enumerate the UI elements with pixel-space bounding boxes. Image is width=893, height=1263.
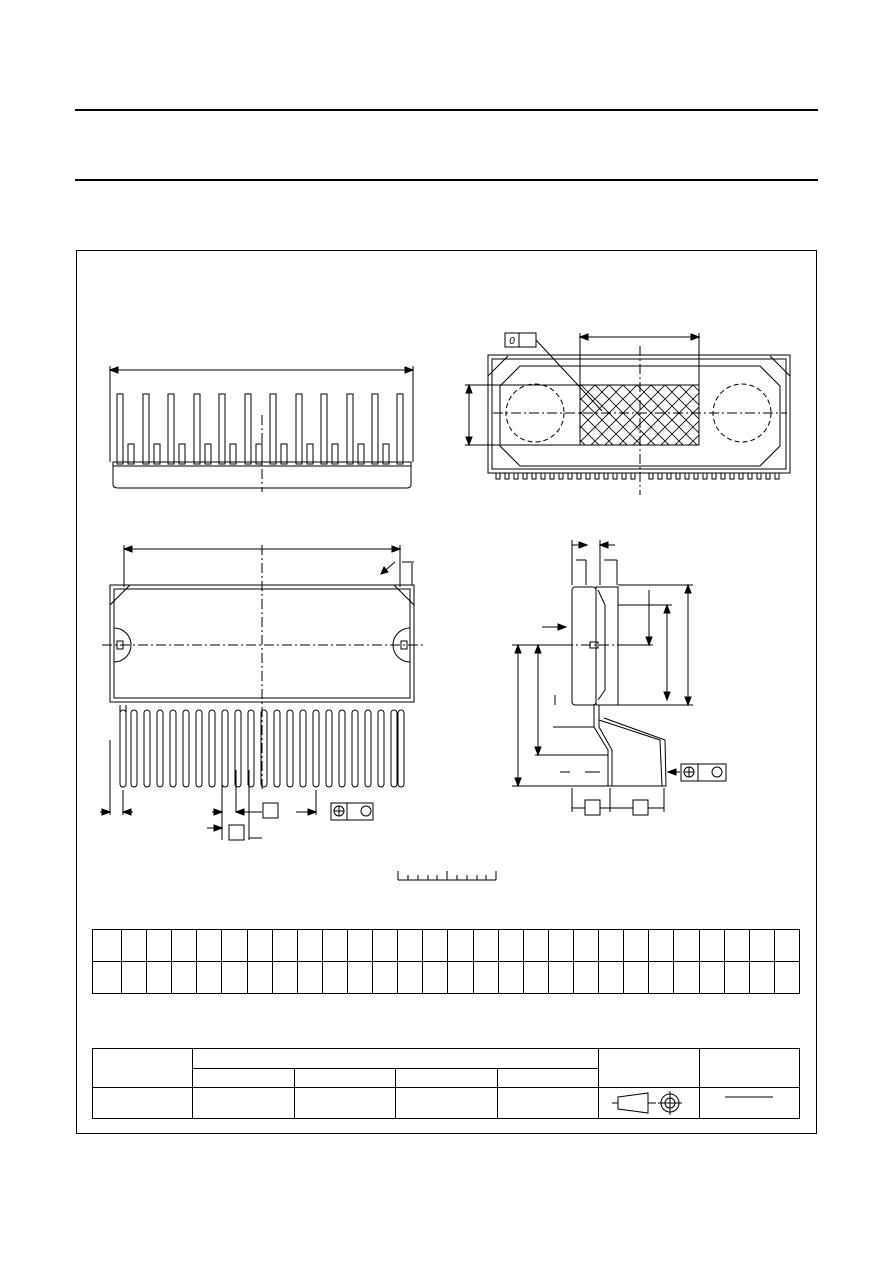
- dimension-table: [92, 929, 801, 994]
- scale-bar: [397, 871, 497, 881]
- body-front-view: [100, 545, 424, 841]
- header-rule-top: [75, 109, 818, 111]
- top-view-heatsink: 0: [465, 332, 791, 495]
- header-rule-bottom: [75, 179, 818, 181]
- outline-table: [91, 1048, 801, 1119]
- side-view: [512, 540, 727, 816]
- drawing-frame: [76, 250, 817, 1134]
- svg-text:0: 0: [509, 336, 515, 347]
- front-pins-view: [108, 366, 415, 492]
